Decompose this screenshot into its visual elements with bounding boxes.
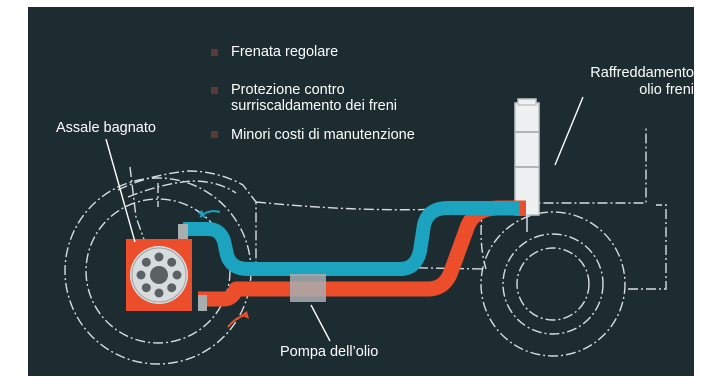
front-fender-inner xyxy=(127,180,237,198)
cooling-label-line2: olio freni xyxy=(639,82,694,98)
flow-arrow-cool-head xyxy=(198,210,206,219)
oil-pump xyxy=(290,274,326,302)
tractor-diagram xyxy=(64,96,667,365)
benefit-bullet-1 xyxy=(211,49,218,56)
flow-arrow-cool xyxy=(199,210,221,218)
rear-wheel-middle xyxy=(502,233,604,335)
benefit-1-text: Frenata regolare xyxy=(231,44,339,60)
diagram-panel: Frenata regolare Protezione contro surri… xyxy=(28,7,694,376)
pump-label: Pompa dell’olio xyxy=(280,344,379,360)
flow-arrow-hot-head xyxy=(241,311,249,319)
cool-oil-line xyxy=(183,201,520,276)
cooling-leader xyxy=(554,96,584,166)
pump-connector-bottom xyxy=(198,295,207,311)
front-arm xyxy=(129,166,147,246)
pump-leader xyxy=(310,304,331,342)
pump-connector-top xyxy=(178,224,188,241)
benefit-2-text-line1: Protezione contro xyxy=(231,82,345,98)
benefit-3-text: Minori costi di manutenzione xyxy=(231,127,415,143)
oil-cooler xyxy=(514,98,540,232)
benefit-2-text-line2: surriscaldamento dei freni xyxy=(231,98,398,114)
hot-oil-line xyxy=(198,200,526,307)
benefit-bullet-2 xyxy=(211,87,218,94)
cooling-label-line1: Raffreddamento xyxy=(590,65,694,81)
benefit-bullet-3 xyxy=(211,131,218,138)
rear-wheel-outer xyxy=(480,211,626,357)
rear-wheel-inner xyxy=(516,247,590,321)
wet-axle xyxy=(126,239,192,311)
axle-leader xyxy=(105,138,136,243)
axle-label: Assale bagnato xyxy=(56,120,156,136)
flow-arrow-hot xyxy=(227,314,247,328)
front-fender xyxy=(117,170,257,270)
